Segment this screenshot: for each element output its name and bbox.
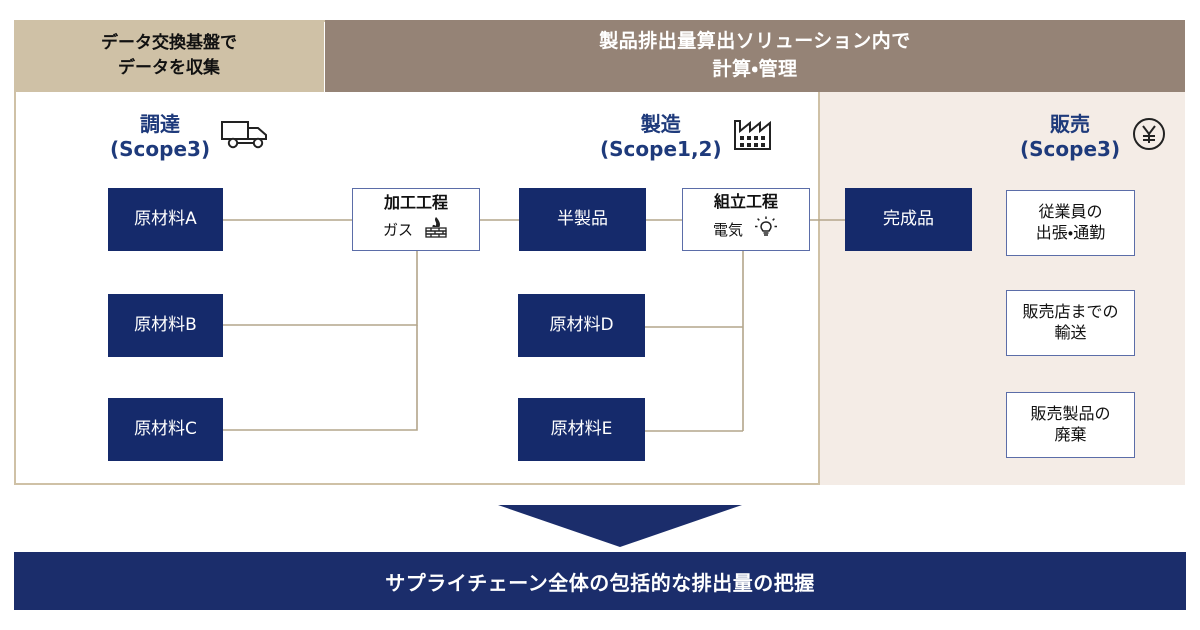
solution-header-line1: 製品排出量算出ソリューション内で	[599, 30, 911, 53]
box-transport-to-store-line2: 輸送	[1054, 323, 1087, 342]
box-semifinished-product[interactable]: 半製品	[519, 188, 646, 251]
box-product-disposal[interactable]: 販売製品の 廃棄	[1006, 392, 1135, 458]
down-arrow-icon	[498, 505, 742, 547]
gas-flame-icon	[423, 216, 449, 246]
box-material-c-label: 原材料C	[134, 419, 197, 440]
section-title-manufacturing: 製造 (Scope1,2)	[600, 112, 778, 162]
box-material-b-label: 原材料B	[134, 315, 197, 336]
box-employee-travel-commute[interactable]: 従業員の 出張・通勤	[1006, 190, 1135, 256]
box-finished-product[interactable]: 完成品	[845, 188, 972, 251]
box-material-d-label: 原材料D	[549, 315, 614, 336]
section-title-sales: 販売 (Scope3)	[1020, 112, 1168, 162]
box-product-disposal-line1: 販売製品の	[1030, 404, 1111, 424]
section-sales-line1: 販売	[1050, 112, 1091, 136]
bottom-summary-banner-label: サプライチェーン全体の包括的な排出量の把握	[385, 570, 815, 595]
section-title-procurement: 調達 (Scope3)	[110, 112, 272, 162]
box-material-e-label: 原材料E	[550, 419, 613, 440]
solution-header-banner: 製品排出量算出ソリューション内で 計算・管理	[325, 20, 1185, 92]
factory-icon	[732, 115, 778, 159]
box-material-e[interactable]: 原材料E	[518, 398, 645, 461]
box-material-c[interactable]: 原材料C	[108, 398, 223, 461]
box-assembly-process[interactable]: 組立工程 電気	[682, 188, 810, 251]
box-machining-process-sub: ガス	[382, 221, 413, 240]
data-exchange-header-line1: データ交換基盤で	[101, 33, 237, 54]
solution-header-line2: 計算・管理	[712, 58, 798, 80]
section-manufacturing-line1: 製造	[640, 112, 681, 136]
box-finished-product-label: 完成品	[883, 209, 934, 230]
data-exchange-header-line2: データを収集	[118, 58, 220, 78]
box-assembly-process-sub: 電気	[712, 221, 743, 240]
box-assembly-process-label: 組立工程	[713, 192, 778, 212]
section-manufacturing-line2: (Scope1,2)	[600, 137, 722, 161]
box-machining-process[interactable]: 加工工程 ガス	[352, 188, 480, 251]
section-sales-line2: (Scope3)	[1020, 137, 1121, 161]
box-transport-to-store-line1: 販売店までの	[1022, 302, 1119, 322]
box-material-b[interactable]: 原材料B	[108, 294, 223, 357]
data-exchange-header-banner: データ交換基盤で データを収集	[14, 20, 324, 92]
box-transport-to-store[interactable]: 販売店までの 輸送	[1006, 290, 1135, 356]
light-bulb-icon	[753, 215, 779, 247]
box-material-d[interactable]: 原材料D	[518, 294, 645, 357]
box-machining-process-label: 加工工程	[383, 193, 448, 213]
truck-icon	[220, 117, 272, 157]
bottom-summary-banner: サプライチェーン全体の包括的な排出量の把握	[14, 552, 1186, 610]
box-employee-travel-commute-line2: 出張・通勤	[1035, 223, 1106, 242]
box-employee-travel-commute-line1: 従業員の	[1038, 202, 1103, 222]
box-material-a-label: 原材料A	[134, 209, 197, 230]
section-procurement-line2: (Scope3)	[110, 137, 211, 161]
box-product-disposal-line2: 廃棄	[1054, 425, 1087, 444]
section-procurement-line1: 調達	[140, 112, 181, 136]
box-semifinished-product-label: 半製品	[557, 209, 608, 230]
box-material-a[interactable]: 原材料A	[108, 188, 223, 251]
yen-coin-icon	[1130, 115, 1168, 159]
